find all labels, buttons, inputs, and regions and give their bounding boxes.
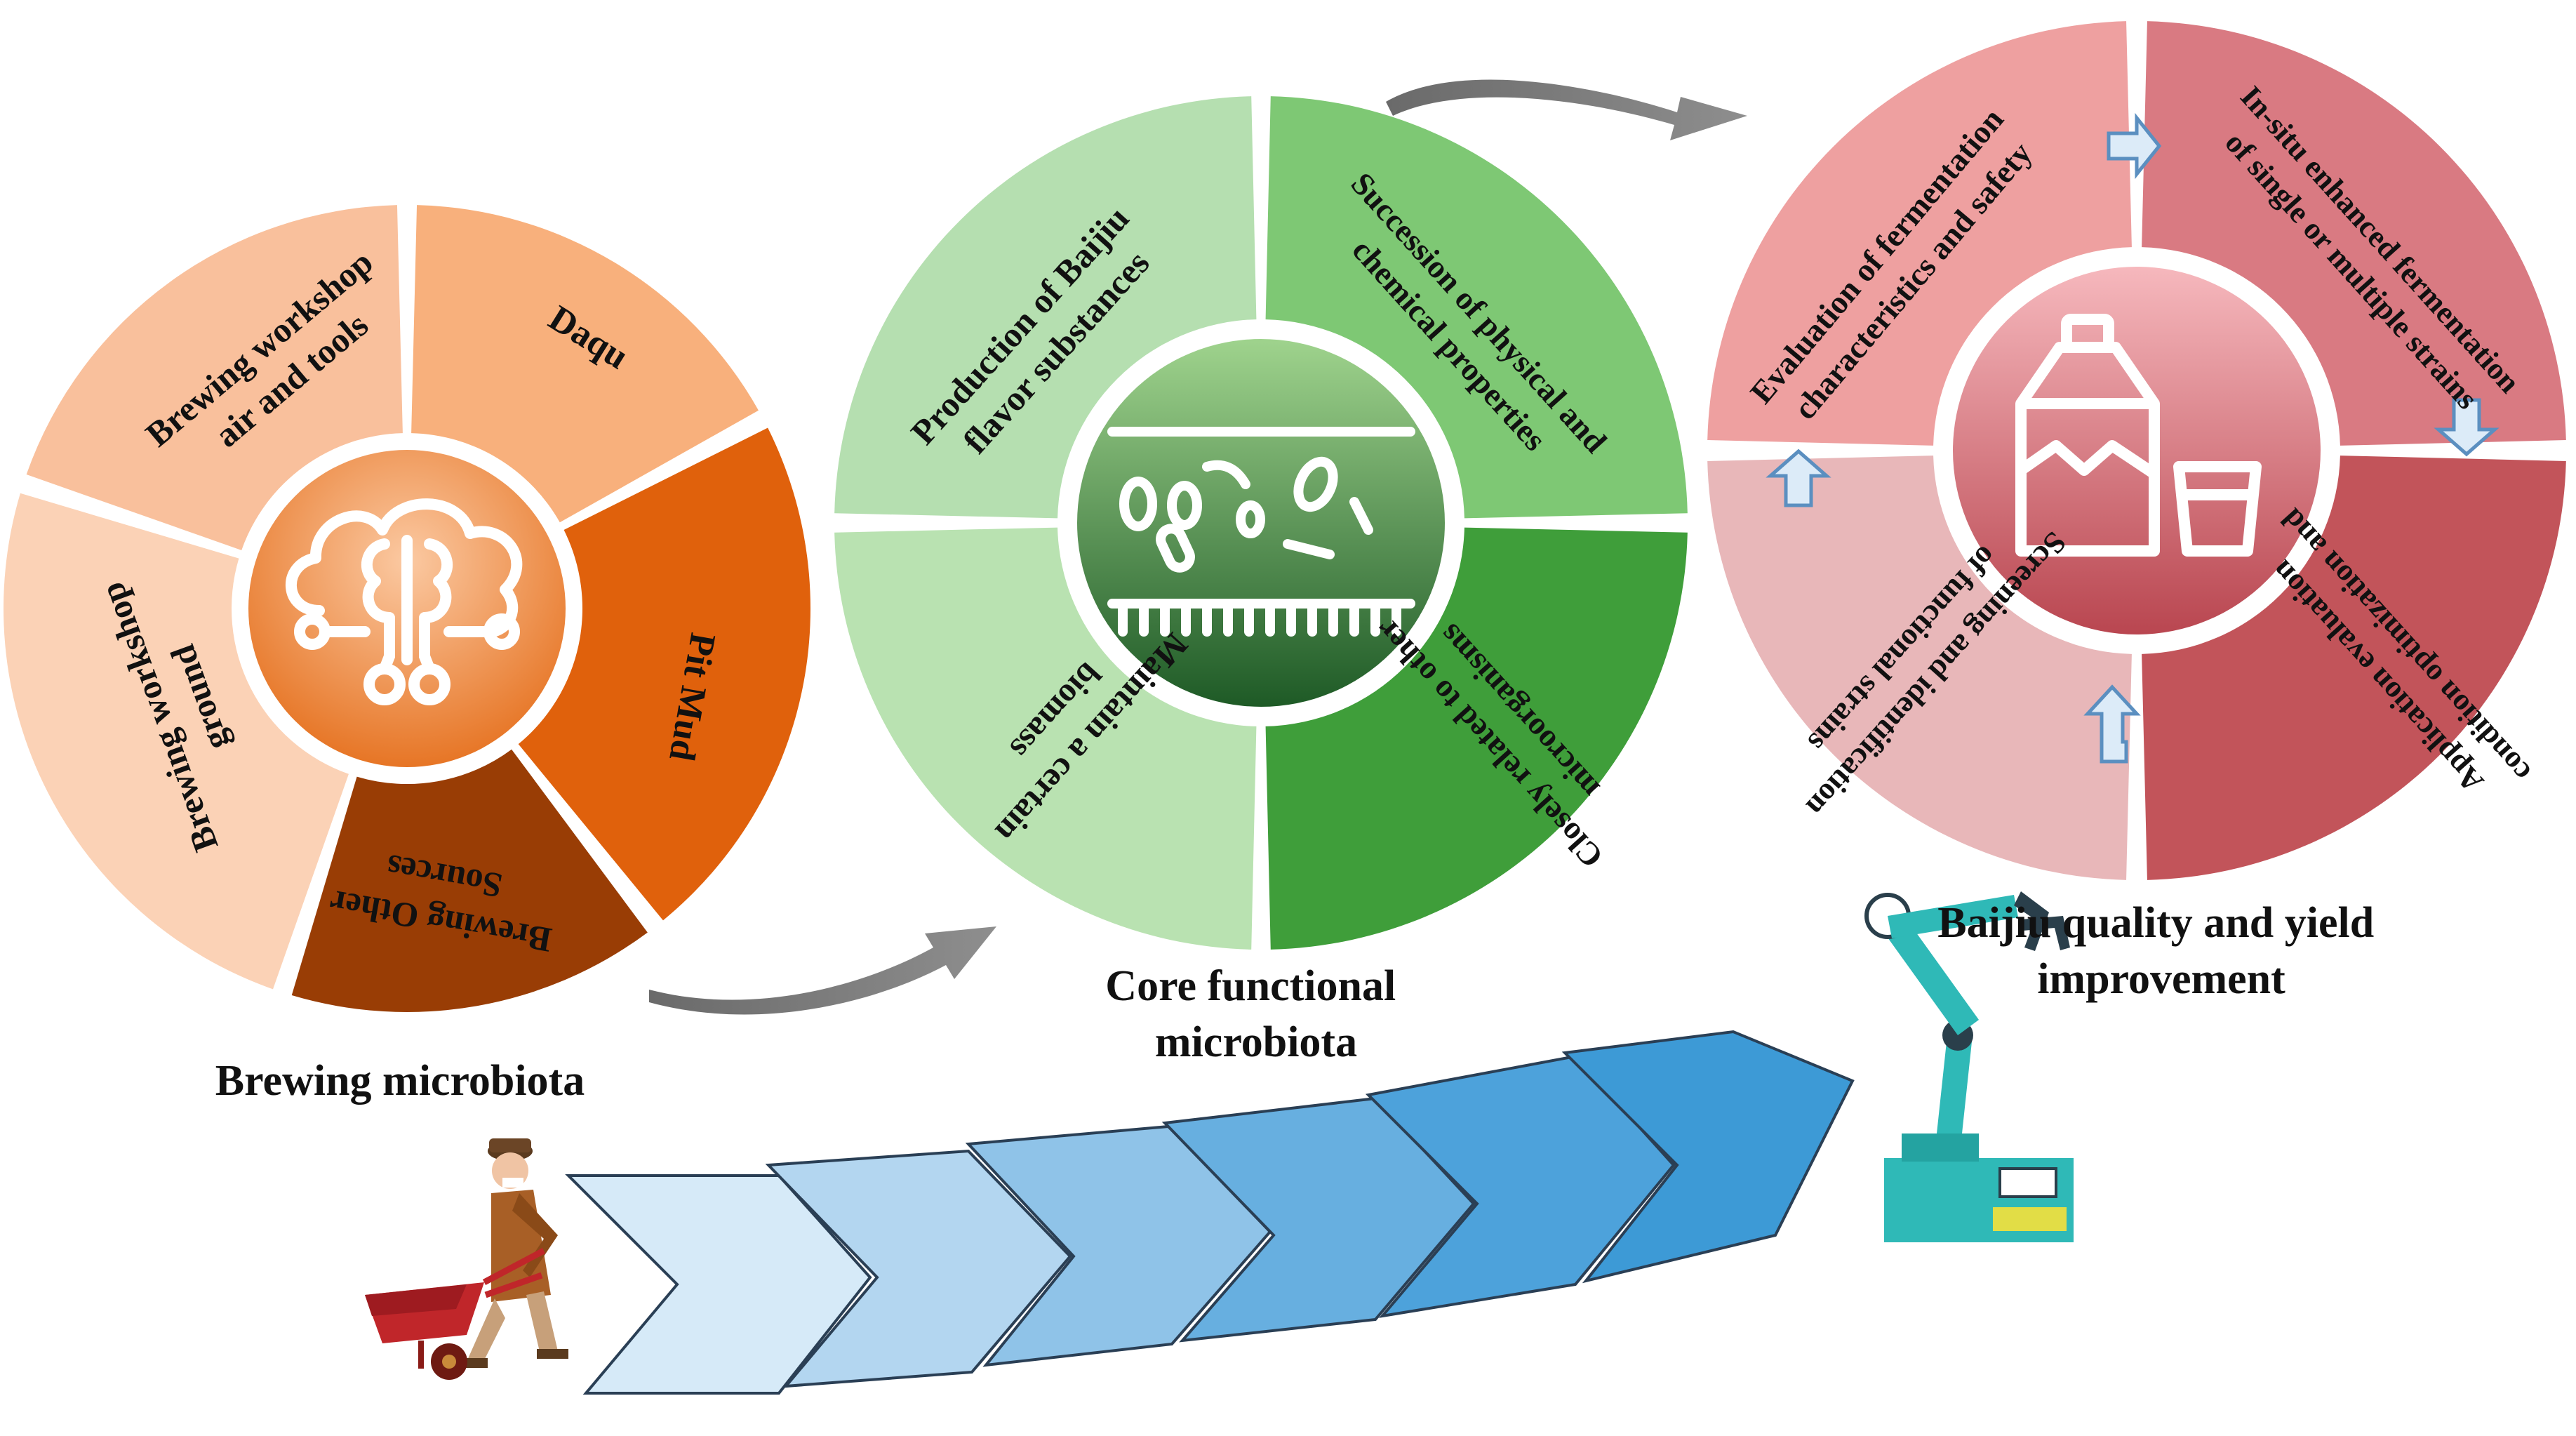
arrow-down-icon [2434, 398, 2500, 457]
segment-daqu [411, 205, 759, 523]
curved-arrow-top-icon [1386, 79, 1747, 140]
microbe-biofilm-icon [1107, 427, 1415, 637]
robot-arm-icon [1864, 891, 2074, 1242]
worker-wheelbarrow-icon [365, 1138, 568, 1380]
segment-related-microorganisms [1265, 527, 1688, 950]
segment-maintain-biomass [834, 527, 1257, 950]
segment-brewing-workshop-ground [3, 493, 349, 990]
brewing-wheel [3, 205, 810, 1013]
segment-insitu-enhanced [2142, 21, 2566, 446]
segment-screening-identification [1707, 456, 2132, 880]
arrow-up-icon [1766, 448, 1831, 507]
segment-succession-properties [1265, 96, 1688, 519]
chevron-arrow-icon [765, 1149, 1072, 1388]
core-wheel [834, 96, 1688, 950]
segment-brewing-workshop-air [26, 205, 403, 550]
segment-brewing-other-sources [291, 749, 648, 1013]
brain-cloud-icon [285, 498, 523, 705]
segment-pit-mud [518, 427, 810, 921]
curved-arrow-icon [649, 926, 996, 1015]
process-chevrons [565, 1030, 1855, 1395]
baijiu-bottle-glass-icon [2015, 314, 2262, 557]
chevron-arrow-icon [1561, 1030, 1855, 1284]
arrow-right-icon [2107, 112, 2162, 180]
quality-wheel [1707, 21, 2566, 880]
cycle-arrows [1766, 112, 2500, 764]
arrow-up-turn-icon [2083, 684, 2141, 764]
caption-brewing-microbiota: Brewing microbiota [215, 1057, 585, 1105]
caption-quality-yield: Baijiu quality and yield improvement [1937, 899, 2384, 1003]
segment-evaluation-fermentation [1707, 21, 2132, 446]
segment-application-evaluation [2142, 456, 2566, 880]
quality-hub [1953, 267, 2321, 634]
caption-core-functional: Core functional microbiota [1105, 962, 1406, 1066]
segment-production-flavor [834, 96, 1257, 519]
